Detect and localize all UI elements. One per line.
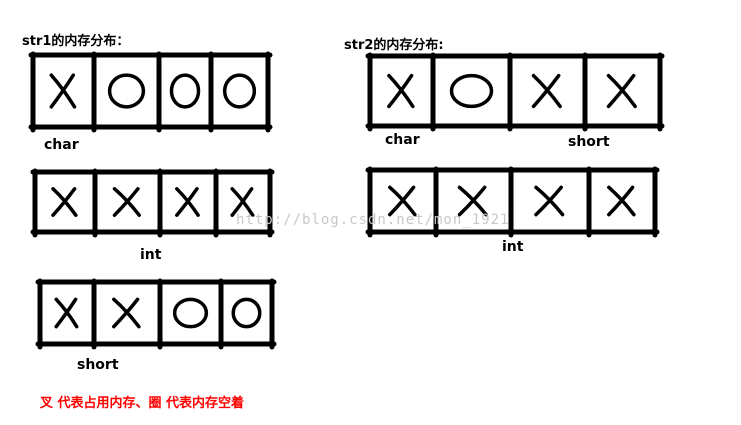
memory-boxes <box>28 51 665 350</box>
str2-row2-cell-0-cross-mark <box>388 185 417 217</box>
str2-row2-cell-3-cross-mark <box>607 185 636 217</box>
str2-row1-cell-1-circle-mark <box>449 73 494 109</box>
str2-row1-cell-0-cross-mark <box>387 73 415 109</box>
str1-short-cell-3-circle-mark <box>231 297 262 329</box>
str1-char-cell-3-circle-mark <box>222 73 257 109</box>
str2-row1-cell-2-cross-mark <box>531 73 562 109</box>
str2-short-label: short <box>568 134 610 150</box>
memory-marks <box>49 73 637 329</box>
str1-char-cell-0-cross-mark <box>49 73 77 109</box>
legend-text: 叉 代表占用内存、圈 代表内存空着 <box>40 396 245 411</box>
str1-char-cell-1-circle-mark <box>107 73 146 109</box>
str1-short-cell-0-cross-mark <box>54 297 79 329</box>
str1-short-label: short <box>77 357 119 373</box>
str2-int-label: int <box>502 239 524 255</box>
str1-short-cell-2-circle-mark <box>172 297 209 329</box>
str2-row2-cell-2-cross-mark <box>534 185 565 217</box>
str1-int-cell-0-cross-mark <box>51 187 78 217</box>
str1-char-cell-2-circle-mark <box>169 73 201 109</box>
watermark-text: http://blog.csdn.net/mon_1921 <box>236 212 510 228</box>
str1-int-cell-3-cross-mark <box>230 187 255 217</box>
str1-int-cell-1-cross-mark <box>112 187 141 217</box>
str2-row1-cell-3-cross-mark <box>606 73 637 109</box>
str1-title: str1的内存分布： <box>22 34 130 49</box>
str1-int-cell-2-cross-mark <box>175 187 200 217</box>
str2-title: str2的内存分布: <box>344 38 444 53</box>
str2-char-label: char <box>385 132 420 148</box>
str1-short-cell-1-cross-mark <box>112 297 141 329</box>
str2-row2-cell-1-cross-mark <box>457 185 488 217</box>
str1-int-label: int <box>140 247 162 263</box>
str1-char-label: char <box>44 137 79 153</box>
